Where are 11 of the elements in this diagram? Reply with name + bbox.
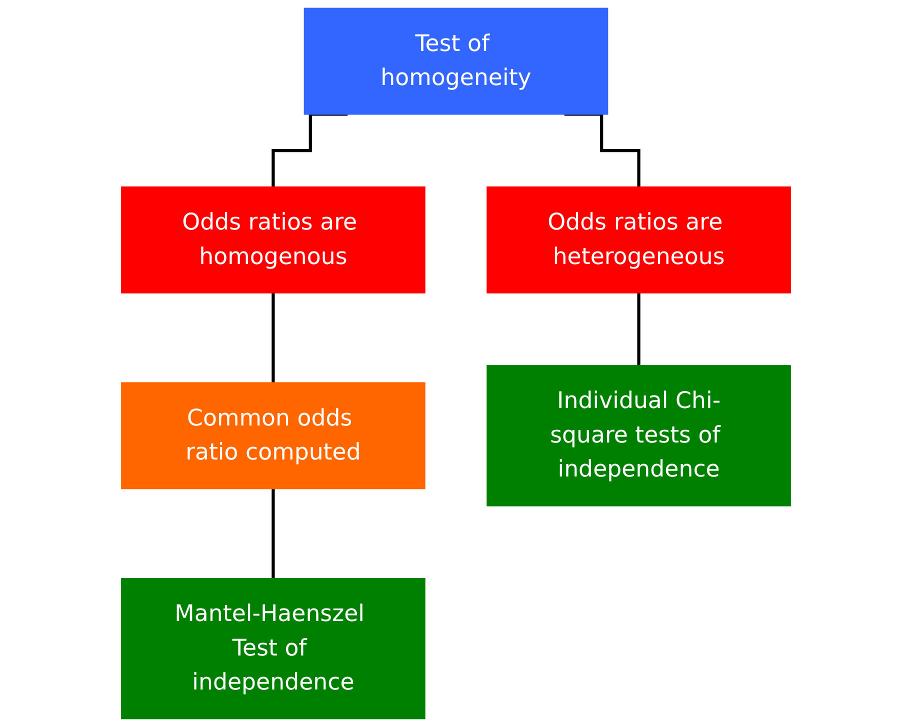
connector: [637, 291, 640, 368]
node-box: Test of homogeneity: [304, 8, 608, 115]
connector: [272, 112, 348, 188]
connector: [272, 487, 275, 580]
connector: [272, 291, 275, 384]
node-box: Odds ratios are homogenous: [121, 186, 426, 294]
node-box: Common odds ratio computed: [121, 382, 426, 490]
node-box: Odds ratios are heterogeneous: [486, 186, 791, 294]
connector: [564, 112, 640, 188]
node-box: Mantel-Haenszel Test of independence: [121, 578, 426, 720]
node-box: Individual Chi-square tests of independence: [486, 365, 791, 506]
